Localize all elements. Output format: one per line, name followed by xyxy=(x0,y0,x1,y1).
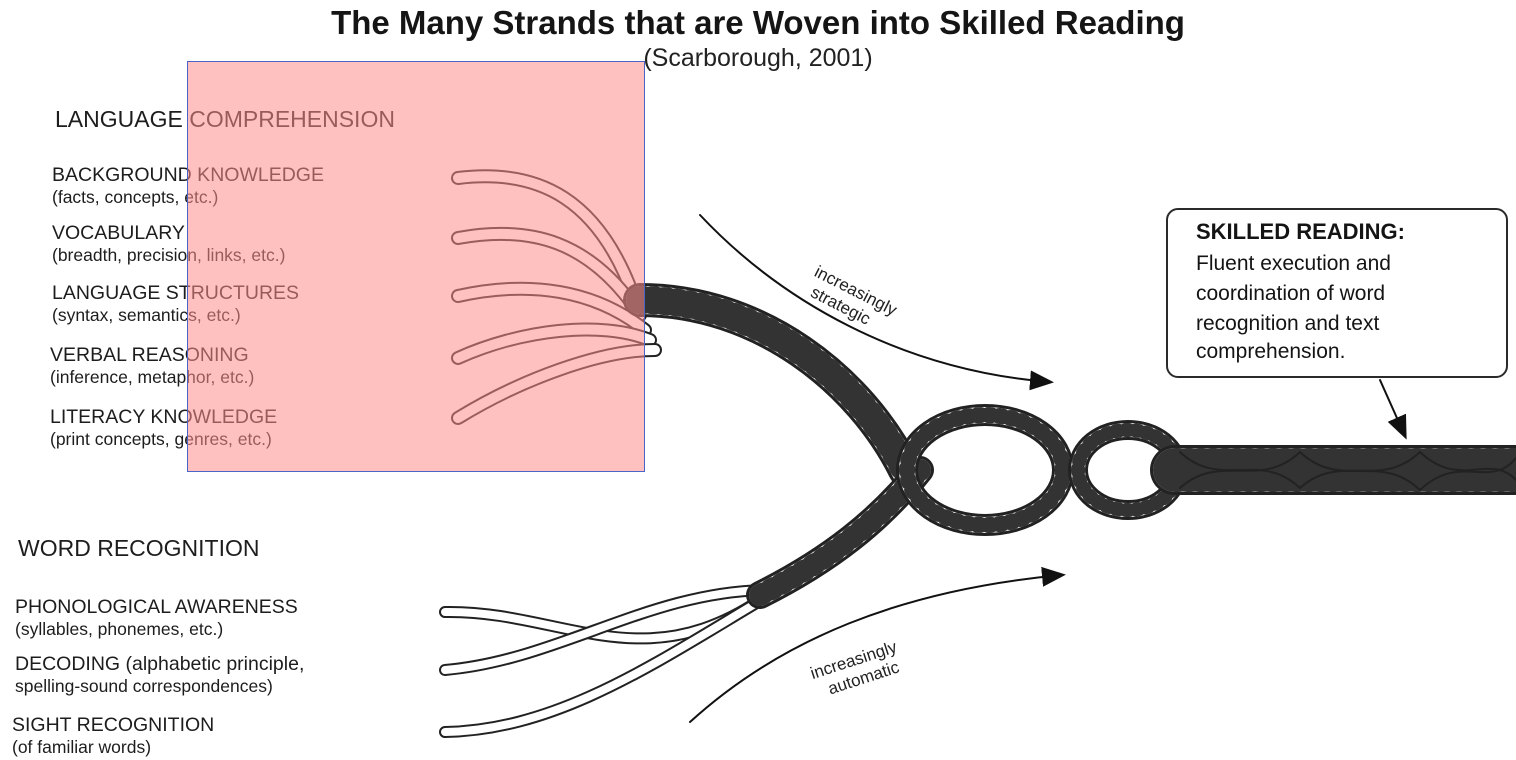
list-item: DECODING (alphabetic principle, spelling… xyxy=(15,653,304,697)
item-label: SIGHT RECOGNITION xyxy=(12,714,214,736)
rope-loops xyxy=(907,415,1178,525)
item-detail: spelling-sound correspondences) xyxy=(15,675,304,697)
word-strands xyxy=(445,590,770,732)
callout-line: recognition and text xyxy=(1196,312,1379,336)
callout-title: SKILLED READING: xyxy=(1196,219,1405,245)
callout-arrow xyxy=(1380,380,1405,436)
word-recognition-heading: WORD RECOGNITION xyxy=(18,535,260,562)
callout-line: comprehension. xyxy=(1196,340,1345,364)
item-label: VOCABULARY xyxy=(52,222,185,244)
item-detail: (syllables, phonemes, etc.) xyxy=(15,618,298,640)
word-rope xyxy=(760,470,920,595)
item-detail: (of familiar words) xyxy=(12,736,214,758)
item-label: DECODING (alphabetic principle, xyxy=(15,653,304,675)
item-label: PHONOLOGICAL AWARENESS xyxy=(15,596,298,618)
list-item: PHONOLOGICAL AWARENESS (syllables, phone… xyxy=(15,596,298,640)
list-item: SIGHT RECOGNITION (of familiar words) xyxy=(12,714,214,758)
callout-line: coordination of word xyxy=(1196,282,1385,306)
callout-line: Fluent execution and xyxy=(1196,252,1391,276)
selection-overlay[interactable] xyxy=(187,61,645,472)
skilled-reading-rope xyxy=(1175,452,1516,490)
